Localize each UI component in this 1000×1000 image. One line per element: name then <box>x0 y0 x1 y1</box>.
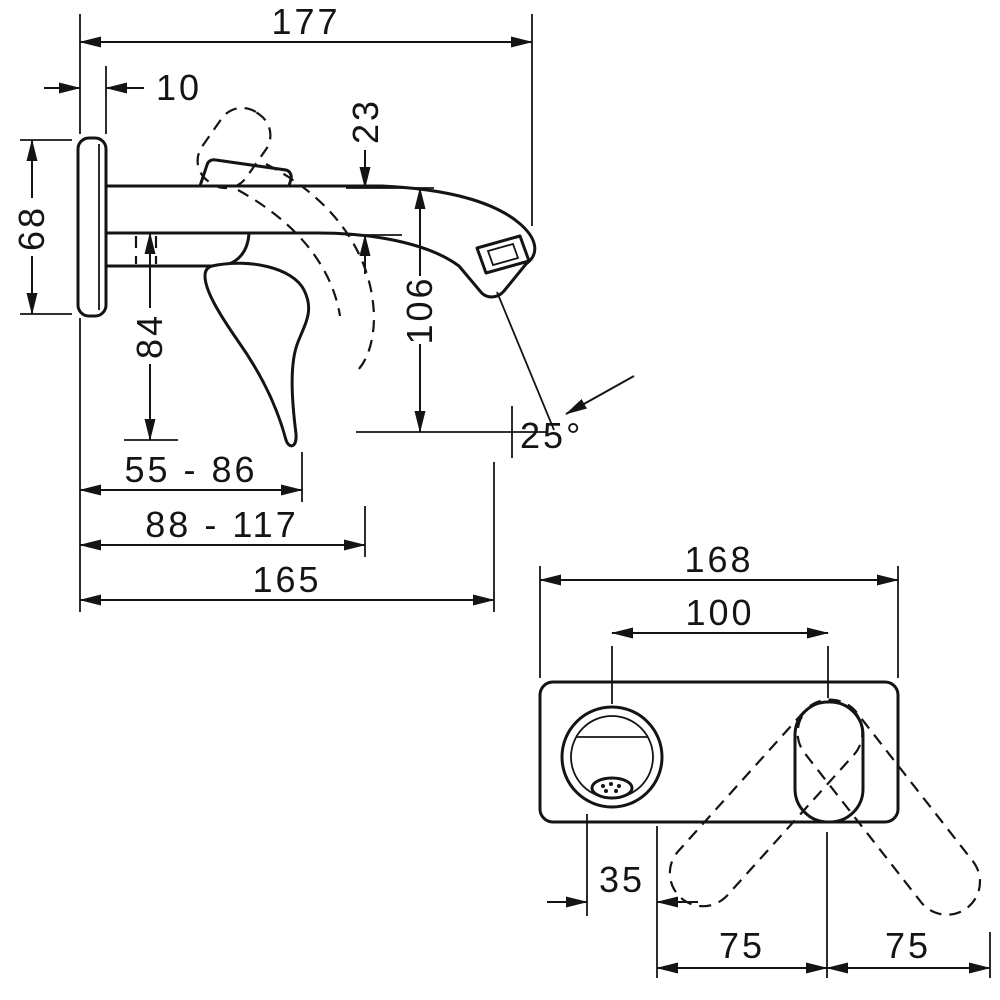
aerator-outer <box>475 234 531 275</box>
dim-label-total-projection: 177 <box>271 1 340 42</box>
angle-ray <box>496 291 555 431</box>
dim-label-swing-right: 75 <box>885 925 931 966</box>
mixer-lower-body-side <box>104 231 251 268</box>
handle-raised-dashed <box>196 106 272 190</box>
cartridge-cover-side <box>198 158 293 188</box>
dim-plate-width: 168 <box>539 539 899 678</box>
dim-outlet-height: 106 <box>399 187 440 433</box>
spout-outlet-front <box>560 705 664 809</box>
label-mask <box>14 198 50 256</box>
aerator-dot <box>604 789 608 793</box>
dim-spout-offset: 35 <box>547 814 698 978</box>
angle-leader-arrow <box>565 375 635 415</box>
dim-label-spout-angle: 25° <box>520 415 583 456</box>
side-view-geometry <box>76 106 537 448</box>
dim-label-reach-range-short: 55 - 86 <box>124 449 257 490</box>
wall-plate-side <box>76 136 108 318</box>
side-view: 177 10 23 68 8 <box>11 1 635 612</box>
dim-total-projection: 177 <box>79 1 533 612</box>
dim-label-centres: 100 <box>685 592 754 633</box>
aerator-dot <box>614 789 618 793</box>
dim-label-outlet-height: 106 <box>399 275 440 344</box>
aerator-inner <box>486 242 520 267</box>
aerator-dot <box>617 784 621 788</box>
aerator-front <box>590 776 634 800</box>
label-mask <box>134 308 168 364</box>
handle-lever-side <box>203 261 311 448</box>
dim-label-reach-range-long: 88 - 117 <box>145 504 298 545</box>
dim-spout-height: 23 <box>345 98 434 274</box>
front-view-geometry <box>538 680 982 916</box>
dim-label-spout-offset: 35 <box>599 859 645 900</box>
handle-swing-arc-inner <box>237 189 342 317</box>
aerator-dot <box>609 782 613 786</box>
dim-centres: 100 <box>611 592 829 704</box>
dim-handle-height: 84 <box>124 232 178 441</box>
dim-label-plate-height: 68 <box>11 205 52 251</box>
dim-handle-swing: 75 75 <box>656 832 991 978</box>
handle-swing-left-dashed <box>668 698 864 908</box>
front-view: 168 100 35 75 75 <box>538 539 991 978</box>
handle-swing-arc-outer <box>265 163 376 372</box>
dim-plate-thickness: 10 <box>44 66 202 134</box>
dim-plate-height: 68 <box>11 139 72 315</box>
dim-label-total-reach: 165 <box>252 559 321 600</box>
dim-label-plate-thickness: 10 <box>156 67 202 108</box>
dim-reach-range-long: 88 - 117 <box>79 504 366 557</box>
label-mask <box>404 276 438 344</box>
aerator-dot <box>601 784 605 788</box>
handle-front <box>793 700 865 824</box>
dim-label-handle-height: 84 <box>129 313 170 359</box>
dim-label-swing-left: 75 <box>719 925 765 966</box>
spout-body-side <box>104 184 537 299</box>
dim-total-reach: 165 <box>79 462 495 612</box>
dim-spout-angle: 25° <box>356 291 635 458</box>
dim-label-plate-width: 168 <box>684 539 753 580</box>
dim-reach-range-short: 55 - 86 <box>79 449 303 502</box>
dim-label-spout-height: 23 <box>345 98 386 144</box>
